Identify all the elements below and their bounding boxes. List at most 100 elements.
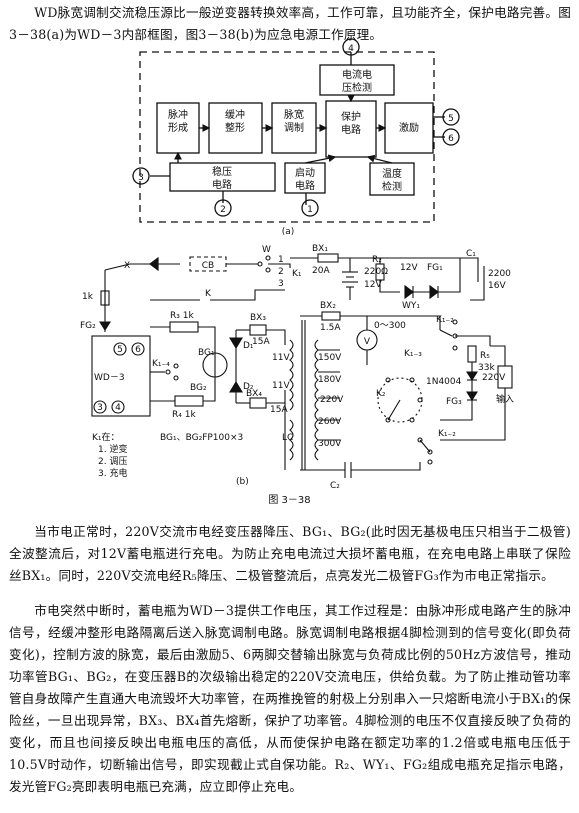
lbl-k: K [205, 289, 212, 299]
lbl-fg1: FG₁ [427, 263, 443, 273]
label-b: (b) [236, 477, 249, 487]
block-labels: 脉冲形成 缓冲整形 脉宽调制 保护电路 激励 电流电压检测 稳压电路 启动电路 … [138, 44, 454, 237]
lbl-11v-a: 11V [272, 353, 290, 363]
lbl-bx2: BX₂ [320, 301, 336, 311]
lbl-1n4004: 1N4004 [426, 377, 462, 387]
lbl-x: X [124, 261, 130, 271]
lbl-r3: R₃ 1k [170, 311, 194, 321]
lbl-cb: CB [202, 261, 214, 271]
lbl-k2: K₂ [376, 389, 386, 399]
lbl-sw3: 3 [278, 279, 284, 289]
circuit-labels: X CB W 1 2 3 K₁ K BX₁ 20A R₂ 220Ω 12V 12… [80, 244, 514, 491]
lbl-vmeter: V [364, 337, 371, 347]
lbl-k1: K₁ [292, 269, 302, 279]
lbl-c1-val: 2200 [488, 269, 511, 279]
lbl-sw2: 2 [278, 267, 284, 277]
r-1k [100, 290, 110, 306]
lbl-mode3: 3. 充电 [98, 467, 127, 479]
lbl-11v-b: 11V [272, 381, 290, 391]
figure-caption: 图 3－38 [268, 495, 311, 506]
intro-paragraph: WD脉宽调制交流稳压源比一般逆变器转换效率高，工作可靠，且功能齐全，保护电路完善… [9, 5, 571, 42]
lbl-12v: 12V [400, 263, 418, 273]
lbl-k1-2-bottom: K₁₋₂ [438, 429, 456, 439]
pin-1 [301, 199, 319, 217]
lbl-pin5: 5 [117, 345, 123, 355]
lbl-fg2: FG₂ [80, 321, 96, 331]
label-cv-detect: 电流电压检测 [342, 68, 372, 94]
bx1 [317, 253, 339, 263]
pin-1-label: 1 [307, 205, 313, 215]
pin-6-label: 6 [448, 134, 454, 144]
lbl-k1-2-top: K₁₋₂ [436, 315, 454, 325]
pin-4 [342, 38, 360, 56]
pin-5 [442, 108, 460, 126]
lbl-r5-val: 33k [478, 363, 495, 373]
lbl-k1-3: K₁₋₃ [404, 349, 422, 359]
lbl-220v: 220V [320, 395, 344, 405]
dashed-frame [139, 51, 435, 223]
lbl-sw1: 1 [278, 255, 284, 265]
lbl-bx1-val: 20A [312, 266, 330, 276]
label-protect: 保护电路 [341, 110, 361, 136]
lbl-bx4-val: 15A [270, 405, 288, 415]
r5 [467, 345, 477, 363]
lbl-wy1: WY₁ [402, 301, 420, 311]
lbl-out: 输入 [496, 393, 514, 405]
lbl-bg2: BG₂ [190, 383, 207, 393]
label-buffer: 缓冲整形 [225, 108, 245, 134]
lbl-bg1: BG₁ [198, 348, 215, 358]
pin-5-label: 5 [448, 114, 454, 124]
label-temp: 温度检测 [382, 167, 402, 193]
lbl-c2: C₂ [330, 481, 340, 491]
r4 [174, 395, 204, 407]
lbl-bx1: BX₁ [312, 244, 328, 254]
wd3-chip [91, 335, 151, 417]
bx3 [249, 324, 267, 336]
lbl-r5: R₅ [480, 351, 490, 361]
label-pwm: 脉宽调制 [284, 108, 304, 134]
circuit-diagram [91, 253, 513, 478]
lbl-d1: D₁ [243, 341, 254, 351]
label-excite: 激励 [399, 121, 419, 134]
pin-2-label: 2 [220, 205, 226, 215]
lbl-k1-title: K₁在： [92, 431, 120, 443]
lbl-300v: 300V [318, 439, 342, 449]
label-start: 启动电路 [295, 166, 315, 192]
lbl-fg3: FG₃ [446, 397, 462, 407]
lbl-mode2: 2. 调压 [98, 456, 127, 467]
lbl-pin6: 6 [135, 345, 141, 355]
lbl-150v: 150V [318, 353, 342, 363]
lbl-r2: R₂ [372, 255, 382, 265]
pin-3-label: 3 [138, 173, 144, 183]
lbl-d2: D₂ [243, 382, 254, 392]
paragraph-normal-mode: 当市电正常时，220V交流市电经变压器降压、BG₁、BG₂(此时因无基极电压只相… [9, 524, 571, 583]
lbl-w: W [262, 245, 271, 255]
lbl-pin4: 4 [115, 403, 121, 413]
pin-2 [214, 199, 232, 217]
lbl-r2-val: 220Ω [364, 267, 388, 277]
lbl-r4: R₄ 1k [172, 410, 196, 420]
lbl-bx2-val: 1.5A [320, 323, 341, 333]
lbl-c1-v: 16V [488, 281, 506, 291]
label-pulse: 脉冲形成 [168, 108, 188, 134]
lbl-pin3: 3 [97, 403, 103, 413]
block-diagram [132, 38, 460, 223]
lbl-bg-note: BG₁、BG₂FP100×3 [160, 433, 243, 443]
pin-3 [132, 167, 150, 185]
label-a: (a) [282, 227, 295, 237]
bx4 [249, 397, 267, 409]
lbl-bx3: BX₃ [250, 313, 266, 323]
paragraph-power-failure: 市电突然中断时，蓄电瓶为WD－3提供工作电压，其工作过程是：由脉冲形成电路产生的… [9, 603, 571, 794]
lbl-out-v: 220V [482, 373, 506, 383]
lbl-c1: C₁ [466, 249, 476, 259]
lbl-260v: 260V [318, 417, 342, 427]
lbl-lc: LC [282, 433, 293, 443]
lbl-vrange: 0～300 [374, 321, 406, 331]
pin-6 [442, 128, 460, 146]
lbl-bx4: BX₄ [246, 389, 262, 399]
label-regulator: 稳压电路 [212, 165, 232, 191]
r3 [169, 321, 199, 333]
lbl-180v: 180V [318, 375, 342, 385]
bx2 [321, 311, 341, 321]
